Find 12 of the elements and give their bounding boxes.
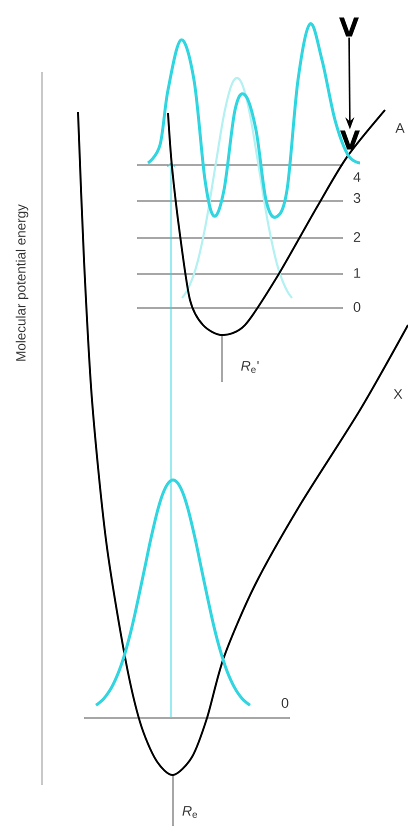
letter-label: V [339,18,359,36]
level-number: 3 [354,193,360,203]
level-number: 4 [353,172,360,182]
level-number: 0 [282,698,288,708]
curve-label: X [394,389,402,399]
level-number: 2 [354,232,360,242]
level-number: 1 [354,268,360,278]
curve-label: A [395,123,405,133]
distance-label: R$_{e}$' [241,361,259,373]
level-number: 0 [354,302,360,312]
axis-label: Molecular potential energy [16,204,28,361]
distance-label: R$_{e}$ [182,806,198,818]
